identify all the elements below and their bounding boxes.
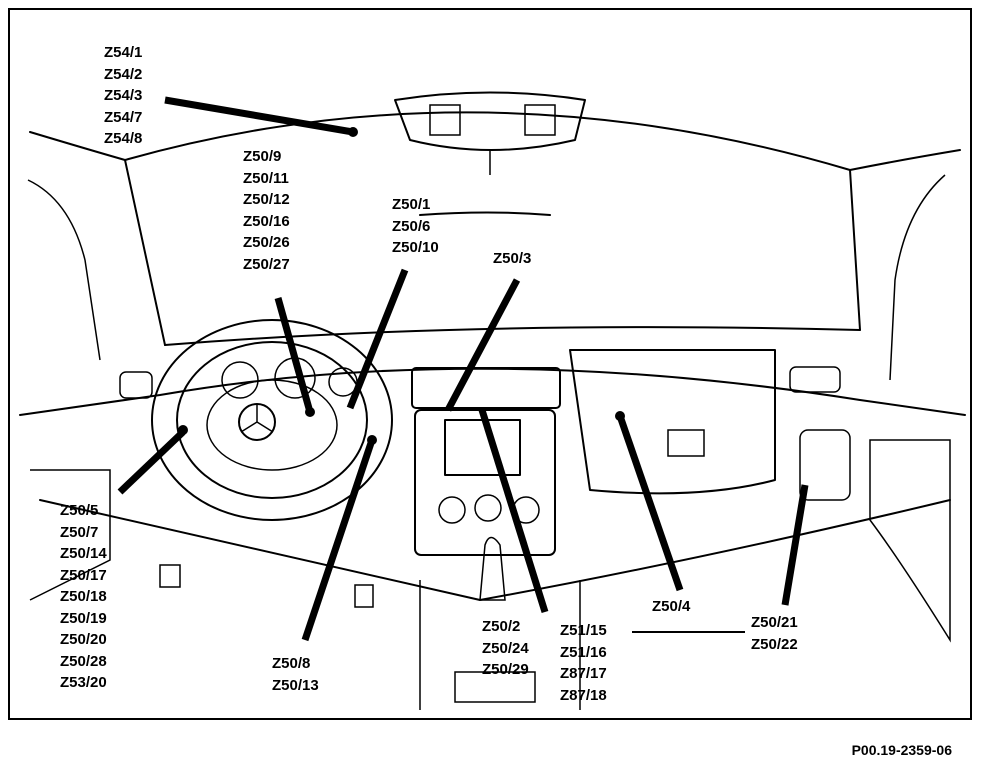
navigation-display [444,419,521,476]
leader-z50-8-dot [367,435,377,445]
left-door-frame [27,179,101,361]
label-group-z50-4: Z50/4 [652,596,690,618]
label: Z51/16 [560,643,607,661]
leader-z50-21 [781,484,809,606]
leader-z50-1 [346,268,409,410]
label: Z50/9 [243,148,282,165]
rearview-mirror [394,91,586,151]
label: Z50/22 [751,635,798,653]
left-door-panel [29,469,111,601]
label: Z50/19 [60,609,107,627]
label-group-z54: Z54/1 Z54/2 Z54/3 Z54/7 Z54/8 [104,42,142,150]
steering-wheel-outer [151,319,393,521]
leader-z50-5 [117,429,186,495]
label: Z50/13 [272,676,319,694]
emblem-star [240,404,274,433]
leader-z50-4-dot [615,411,625,421]
label: Z50/1 [392,196,431,213]
label: Z87/17 [560,665,607,682]
glove-box [569,349,776,495]
label: Z50/12 [243,191,290,208]
label-group-z50-8: Z50/8 Z50/13 [272,653,319,696]
label: Z50/29 [482,661,529,678]
airbag-pad [206,379,338,471]
pedal-right [354,584,374,608]
label: Z54/1 [104,44,143,61]
label: Z50/10 [392,239,439,256]
a-pillar-left [29,131,166,346]
label: Z54/3 [104,87,143,104]
label-group-z50-21: Z50/21 Z50/22 [751,612,798,655]
windshield-lower-edge [164,326,861,346]
windshield-outline [124,111,851,171]
mirror-lamp-right [524,104,556,136]
leader-z50-5-dot [178,425,188,435]
mirror-lamp-left [429,104,461,136]
leader-z50-9-dot [305,407,315,417]
interior-mirror-bottom [419,211,551,216]
leader-z54-dot [348,127,358,137]
right-door-frame [889,174,946,381]
label-group-z50-5: Z50/5 Z50/7 Z50/14 Z50/17 Z50/18 Z50/19 … [60,500,107,694]
gear-selector [479,536,506,601]
center-vents [411,367,561,409]
label: Z50/4 [652,598,691,615]
label: Z50/27 [243,255,290,273]
label: Z54/7 [104,108,143,126]
leader-z50-9 [274,297,314,413]
steering-wheel-inner [176,341,368,499]
label: Z50/3 [493,250,532,267]
label: Z50/21 [751,614,798,631]
label: Z50/26 [243,234,290,251]
label: Z50/28 [60,652,107,670]
label: Z50/11 [243,169,289,187]
leader-z54 [164,96,354,136]
label: Z50/6 [392,217,431,235]
label: Z54/2 [104,65,143,83]
label: Z53/20 [60,674,107,691]
figure-reference: P00.19-2359-06 [851,742,952,758]
label: Z51/15 [560,622,607,639]
cupholder-switches [454,671,536,703]
right-door-panel [869,439,951,643]
climate-knob-center [474,494,502,522]
label: Z50/18 [60,588,107,605]
label-group-z50-3: Z50/3 [493,248,531,270]
right-dash-panel [799,429,851,501]
right-air-vent [789,366,841,393]
label-group-z50-1: Z50/1 Z50/6 Z50/10 [392,194,439,259]
label: Z87/18 [560,686,607,704]
dashboard-lower [39,499,951,601]
label: Z50/2 [482,618,521,635]
climate-knob-left [438,496,466,524]
label: Z50/5 [60,502,99,519]
leader-z50-8 [301,438,376,642]
pedal-left [159,564,181,588]
gauge-left [221,361,259,399]
center-console-panel [414,409,556,556]
leader-z50-2 [478,408,549,614]
leader-z50-3 [444,278,521,412]
leader-z50-4 [616,414,684,592]
diagram-frame [8,8,972,720]
label-group-z51: Z51/15 Z51/16 Z87/17 Z87/18 [560,620,607,706]
label: Z50/14 [60,545,107,562]
label: Z54/8 [104,130,143,147]
label: Z50/20 [60,631,107,648]
label: Z50/24 [482,639,529,657]
label-group-z50-9: Z50/9 Z50/11 Z50/12 Z50/16 Z50/26 Z50/27 [243,146,290,275]
left-air-vent [119,371,153,399]
glove-box-latch [667,429,705,457]
a-pillar-right [849,149,961,331]
label: Z50/16 [243,212,290,230]
label: Z50/8 [272,655,311,672]
label-group-z50-2: Z50/2 Z50/24 Z50/29 [482,616,529,681]
label: Z50/7 [60,523,99,541]
floor-console [419,580,581,710]
label: Z50/17 [60,566,107,584]
